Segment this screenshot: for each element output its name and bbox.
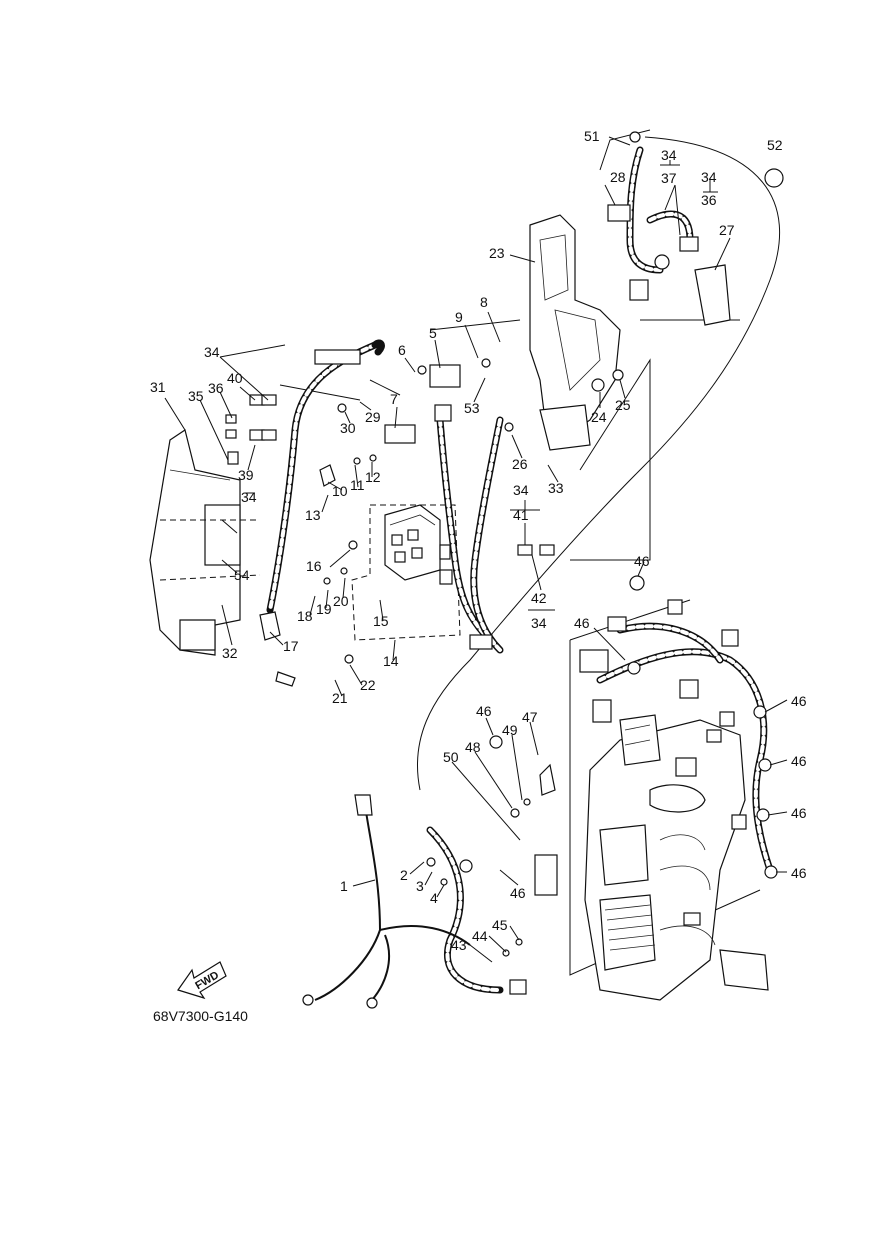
callout-46: 46 (510, 885, 526, 901)
callout-43: 43 (451, 937, 467, 953)
callout-40: 40 (227, 370, 243, 386)
callout-6: 6 (398, 342, 406, 358)
callout-51: 50 (443, 749, 459, 765)
leader-lines (164, 136, 788, 963)
callout-20: 20 (333, 593, 349, 609)
callout-11: 11 (350, 477, 365, 493)
callout-31: 31 (150, 379, 166, 395)
callout-19: 19 (316, 601, 332, 617)
callout-12: 12 (365, 469, 381, 485)
callout-32: 32 (222, 645, 238, 661)
callout-24: 24 (591, 409, 607, 425)
fwd-arrow: FWD (177, 961, 227, 1000)
callout-42: 42 (531, 590, 547, 606)
callout-2: 2 (400, 867, 408, 883)
callout-9: 9 (455, 309, 463, 325)
callout-34: 34 (204, 344, 220, 360)
callout-3: 3 (416, 878, 424, 894)
callout-47: 47 (522, 709, 538, 725)
callout-15: 15 (373, 613, 389, 629)
callout-39: 39 (238, 467, 254, 483)
callout-34: 34 (701, 169, 717, 185)
callout-52: 53 (464, 400, 480, 416)
callout-34: 34 (661, 147, 677, 163)
callout-22: 22 (360, 677, 376, 693)
callout-25: 25 (615, 397, 631, 413)
diagram-code: 68V7300-G140 (153, 1008, 248, 1024)
fwd-arrow-label: FWD (193, 969, 221, 992)
callout-14: 14 (383, 653, 399, 669)
callout-35: 35 (188, 388, 204, 404)
callout-44: 44 (472, 928, 488, 944)
connectors (225, 204, 747, 995)
callout-26: 26 (512, 456, 528, 472)
callout-46: 46 (791, 693, 807, 709)
callout-27: 27 (719, 222, 735, 238)
callout-41: 41 (513, 507, 529, 523)
callout-34: 34 (531, 615, 547, 631)
callout-21: 21 (332, 690, 348, 706)
callout-37: 36 (701, 192, 717, 208)
callout-46: 46 (791, 865, 807, 881)
callout-46: 46 (791, 805, 807, 821)
callout-45: 45 (492, 917, 508, 933)
callout-30: 30 (340, 420, 356, 436)
callout-7: 7 (390, 391, 398, 407)
callout-34: 34 (241, 489, 257, 505)
callout-33: 33 (548, 480, 564, 496)
callout-23: 23 (489, 245, 505, 261)
callout-46: 46 (634, 553, 650, 569)
fasteners (259, 131, 784, 957)
callout-8: 8 (480, 294, 488, 310)
cover-panel (149, 429, 261, 656)
callout-1: 1 (340, 878, 348, 894)
callout-34: 34 (513, 482, 529, 498)
callout-4: 4 (430, 890, 438, 906)
callout-46: 46 (476, 703, 492, 719)
callout-18: 18 (297, 608, 313, 624)
callout-49: 49 (502, 722, 518, 738)
callout-28: 28 (610, 169, 626, 185)
battery-cable (302, 794, 471, 1009)
callout-46: 46 (574, 615, 590, 631)
callout-13: 13 (305, 507, 321, 523)
callout-53: 54 (234, 567, 250, 583)
callout-10: 10 (332, 483, 348, 499)
callout-50: 51 (584, 128, 600, 144)
callout-16: 16 (306, 558, 322, 574)
callout-36: 36 (208, 380, 224, 396)
callout-5: 5 (429, 325, 437, 341)
callout-50: 52 (767, 137, 783, 153)
callout-29: 29 (365, 409, 381, 425)
relay-block (384, 504, 441, 581)
callout-labels: 51 52 34 37 34 36 28 27 23 8 9 5 6 7 53 … (150, 128, 807, 953)
callout-38: 37 (661, 170, 677, 186)
engine-block (584, 714, 769, 1001)
callout-46: 46 (791, 753, 807, 769)
callout-48: 48 (465, 739, 481, 755)
callout-17: 17 (283, 638, 299, 654)
